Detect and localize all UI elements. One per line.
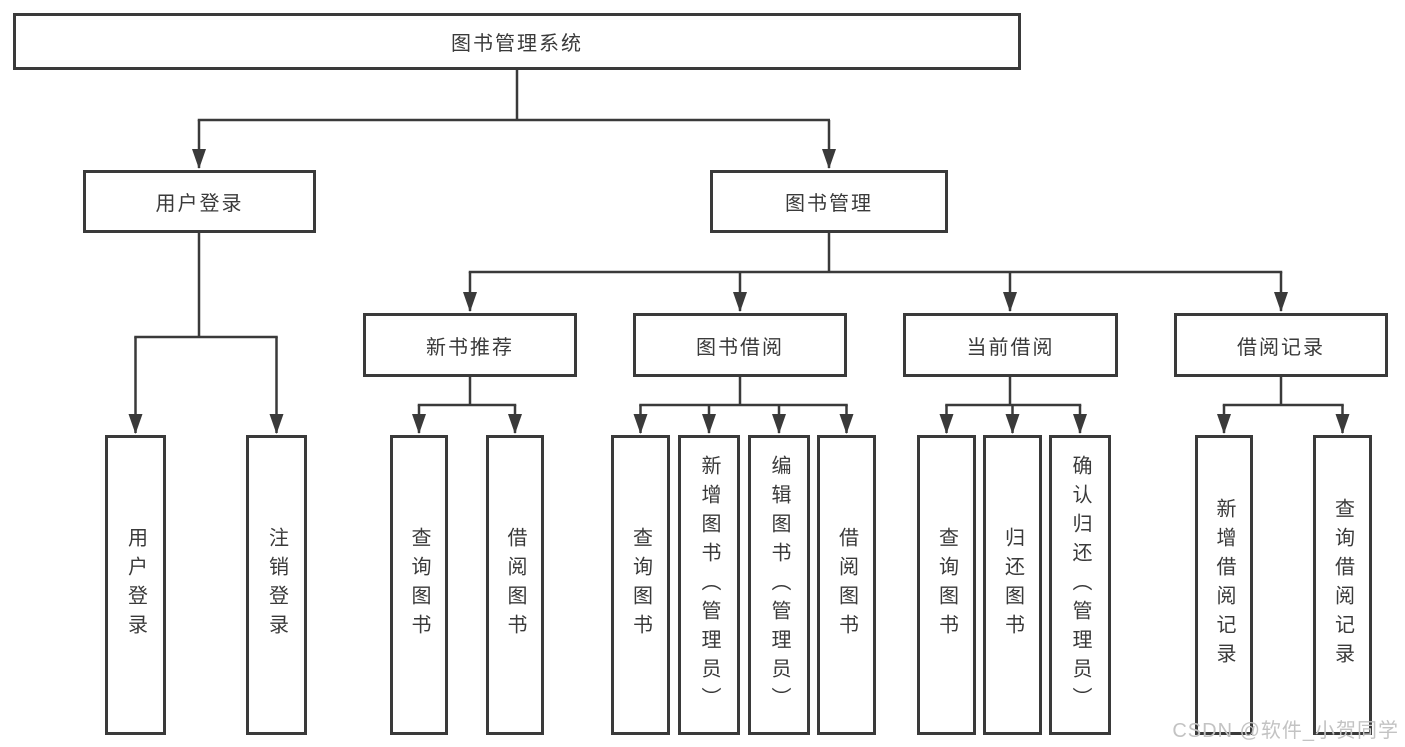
node-new-book-recommendation: 新书推荐: [363, 313, 577, 377]
leaf-logout: 注销登录: [246, 435, 307, 735]
leaf-query-books-1: 查询图书: [390, 435, 448, 735]
leaf-borrow-books-2: 借阅图书: [817, 435, 876, 735]
leaf-query-books-2: 查询图书: [611, 435, 670, 735]
leaf-edit-books-admin: 编辑图书（管理员）: [748, 435, 810, 735]
node-book-management: 图书管理: [710, 170, 948, 233]
node-book-borrowing: 图书借阅: [633, 313, 847, 377]
leaf-user-login: 用户登录: [105, 435, 166, 735]
node-borrowing-records: 借阅记录: [1174, 313, 1388, 377]
leaf-borrow-books-1: 借阅图书: [486, 435, 544, 735]
leaf-add-borrow-record: 新增借阅记录: [1195, 435, 1253, 735]
csdn-watermark: CSDN @软件_小贺同学: [1172, 720, 1399, 742]
leaf-confirm-return-admin: 确认归还（管理员）: [1049, 435, 1111, 735]
node-root-system: 图书管理系统: [13, 13, 1021, 70]
leaf-return-books: 归还图书: [983, 435, 1042, 735]
leaf-query-borrow-record: 查询借阅记录: [1313, 435, 1372, 735]
node-user-login: 用户登录: [83, 170, 316, 233]
leaf-add-books-admin: 新增图书（管理员）: [678, 435, 740, 735]
leaf-query-books-3: 查询图书: [917, 435, 976, 735]
node-current-borrowing: 当前借阅: [903, 313, 1118, 377]
